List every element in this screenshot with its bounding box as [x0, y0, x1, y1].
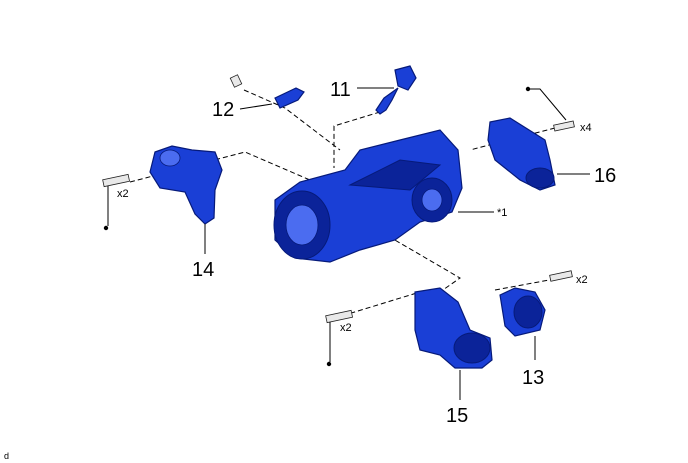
- callout-11: 11: [330, 79, 351, 101]
- mark-dot-left: [103, 225, 109, 231]
- callout-14: 14: [192, 259, 214, 281]
- part-12-bracket: [229, 74, 305, 109]
- part-16-mount: [487, 117, 575, 191]
- callout-13: 13: [522, 367, 544, 389]
- qty-bottom: x2: [340, 322, 352, 334]
- qty-top-right: x4: [580, 122, 592, 134]
- mark-dot-top-right: [525, 86, 531, 92]
- mark-dot-bottom: [326, 361, 332, 367]
- callout-12: 12: [212, 99, 234, 121]
- callout-star-1: *1: [497, 207, 507, 219]
- corner-mark: d: [4, 451, 9, 461]
- leader-lines: [107, 87, 590, 400]
- qty-right-small: x2: [576, 274, 588, 286]
- part-15-mount: [325, 287, 493, 369]
- part-14-mount: [102, 145, 223, 225]
- qty-left: x2: [117, 188, 129, 200]
- part-13-cushion: [499, 270, 573, 337]
- part-11-harness: [375, 65, 417, 115]
- callout-16: 16: [594, 165, 616, 187]
- callout-15: 15: [446, 405, 468, 427]
- differential-housing: [273, 129, 463, 263]
